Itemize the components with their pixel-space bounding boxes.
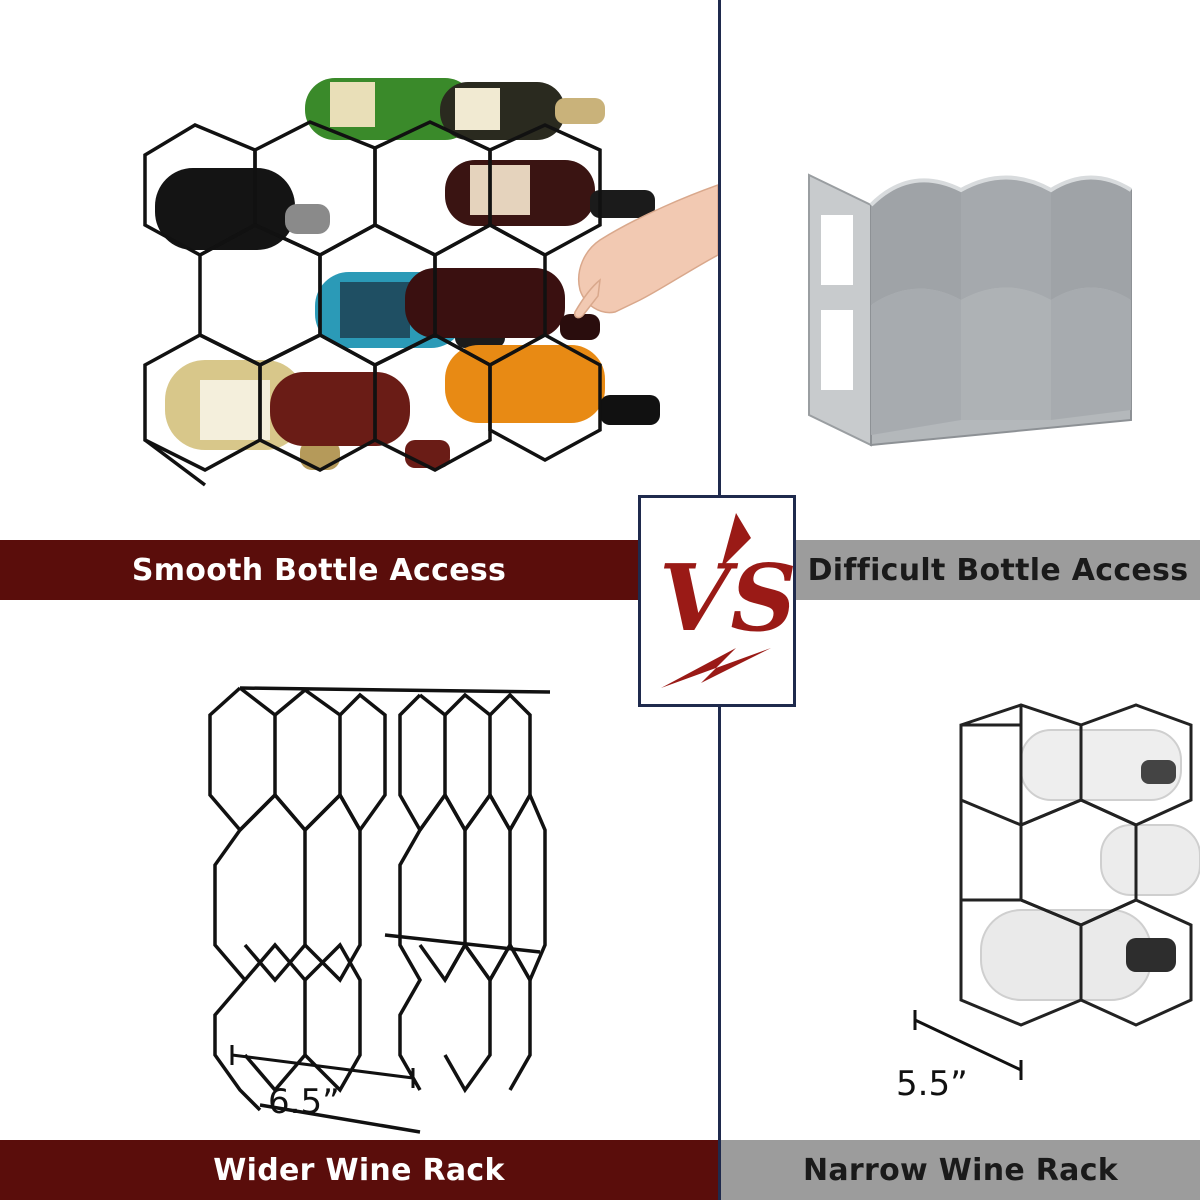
caption-wider-wine-rack: Wider Wine Rack (0, 1140, 718, 1200)
bottom-left-panel: 6.5” (0, 600, 718, 1140)
wine-bottles (155, 78, 660, 470)
plastic-rack-body (808, 173, 1133, 447)
wide-wire-rack-image (208, 686, 551, 1134)
dimension-5-5-label: 5.5” (896, 1064, 968, 1104)
top-left-panel (0, 0, 718, 540)
width-dimension-line (230, 1045, 415, 1088)
width-dimension-line (913, 1010, 1023, 1080)
bottom-right-panel: 5.5” (721, 600, 1200, 1140)
wide-rack-wireframe (208, 686, 551, 1134)
caption-narrow-wine-rack: Narrow Wine Rack (721, 1140, 1200, 1200)
narrow-rack-wireframe (959, 703, 1193, 1027)
clear-bottles (980, 729, 1200, 1001)
caption-difficult-bottle-access: Difficult Bottle Access (796, 540, 1200, 600)
dimension-6-5-label: 6.5” (268, 1082, 340, 1122)
hex-wire-frame (143, 120, 602, 487)
vs-badge: VS (638, 495, 796, 707)
caption-smooth-bottle-access: Smooth Bottle Access (0, 540, 638, 600)
narrow-wire-rack-image (913, 703, 1200, 1080)
reaching-hand (573, 184, 718, 319)
plastic-rack-image (808, 173, 1133, 447)
top-right-panel (721, 0, 1200, 540)
vs-brush-logo: VS (659, 513, 793, 688)
hex-rack-with-bottles-image (143, 78, 718, 487)
